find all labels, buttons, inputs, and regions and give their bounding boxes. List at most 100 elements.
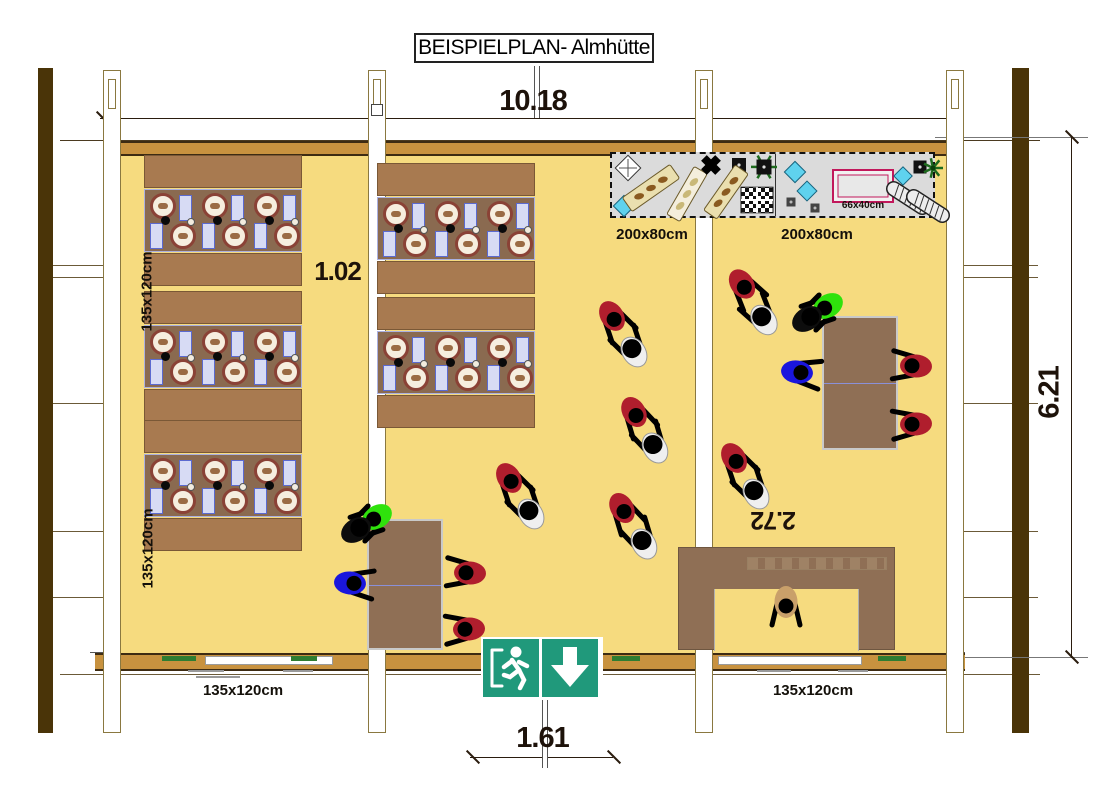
bench-top xyxy=(144,155,302,188)
napkin xyxy=(150,223,163,249)
glass xyxy=(239,354,247,362)
place-setting-plate xyxy=(403,231,429,257)
dining-table-group xyxy=(377,297,535,428)
emergency-exit-sign xyxy=(481,637,603,699)
buffet-size-label-left: 200x80cm xyxy=(616,226,688,243)
bottom-window-left-label: 135x120cm xyxy=(202,682,284,699)
place-setting-plate xyxy=(507,231,533,257)
cup xyxy=(446,224,455,233)
glass xyxy=(291,218,299,226)
napkin xyxy=(179,195,192,221)
place-setting-plate xyxy=(435,335,461,361)
column xyxy=(103,70,121,733)
dining-table xyxy=(377,197,535,260)
place-setting-plate xyxy=(222,488,248,514)
glass xyxy=(524,226,532,234)
bench-bottom xyxy=(144,518,302,551)
plan-title: BEISPIELPLAN- Almhütte xyxy=(414,33,654,63)
dim-aisle: 1.02 xyxy=(314,256,362,286)
napkin xyxy=(231,331,244,357)
place-setting-plate xyxy=(455,231,481,257)
glass xyxy=(291,483,299,491)
place-setting-plate xyxy=(170,223,196,249)
napkin xyxy=(383,231,396,257)
place-setting-plate xyxy=(455,365,481,391)
napkin xyxy=(283,195,296,221)
place-setting-plate xyxy=(383,335,409,361)
place-setting-plate xyxy=(202,329,228,355)
cup xyxy=(161,481,170,490)
cup xyxy=(394,224,403,233)
napkin xyxy=(179,331,192,357)
window-bottom-right xyxy=(718,656,862,665)
place-setting-plate xyxy=(383,201,409,227)
napkin xyxy=(464,203,477,229)
napkin xyxy=(383,365,396,391)
napkin xyxy=(283,331,296,357)
napkin xyxy=(254,223,267,249)
bench-top xyxy=(144,420,302,453)
window-bottom-left xyxy=(205,656,333,665)
cup xyxy=(265,481,274,490)
bench-bottom xyxy=(377,395,535,428)
napkin xyxy=(202,223,215,249)
glass xyxy=(291,354,299,362)
cup xyxy=(213,352,222,361)
glass xyxy=(239,218,247,226)
napkin xyxy=(435,365,448,391)
napkin xyxy=(231,195,244,221)
bottom-window-right-label: 135x120cm xyxy=(772,682,854,699)
place-setting-plate xyxy=(150,458,176,484)
napkin xyxy=(516,203,529,229)
cup xyxy=(161,216,170,225)
dining-table xyxy=(144,325,302,388)
glass-row xyxy=(747,557,887,570)
place-setting-plate xyxy=(150,193,176,219)
napkin xyxy=(487,365,500,391)
place-setting-plate xyxy=(202,193,228,219)
place-setting-plate xyxy=(274,223,300,249)
cup xyxy=(213,481,222,490)
cup xyxy=(394,358,403,367)
napkin xyxy=(150,488,163,514)
timber-post-right xyxy=(1012,68,1029,733)
cup xyxy=(161,352,170,361)
left-window-upper-label: 135x120cm xyxy=(138,251,156,332)
place-setting-plate xyxy=(254,458,280,484)
place-setting-plate xyxy=(170,488,196,514)
place-setting-plate xyxy=(274,359,300,385)
place-setting-plate xyxy=(254,193,280,219)
tray-size-label: 66x40cm xyxy=(841,200,885,211)
napkin xyxy=(464,337,477,363)
buffet-size-label-right: 200x80cm xyxy=(781,226,853,243)
cup xyxy=(213,216,222,225)
dining-table-group xyxy=(377,163,535,294)
bench-bottom xyxy=(144,389,302,422)
napkin xyxy=(231,460,244,486)
napkin xyxy=(487,231,500,257)
glass xyxy=(420,226,428,234)
dining-table-group xyxy=(144,420,302,551)
napkin xyxy=(516,337,529,363)
napkin xyxy=(283,460,296,486)
napkin xyxy=(150,359,163,385)
place-setting-plate xyxy=(274,488,300,514)
dining-table-group xyxy=(144,291,302,422)
napkin xyxy=(202,488,215,514)
place-setting-plate xyxy=(170,359,196,385)
cup xyxy=(446,358,455,367)
cup xyxy=(498,224,507,233)
column xyxy=(946,70,964,733)
place-setting-plate xyxy=(507,365,533,391)
place-setting-plate xyxy=(222,359,248,385)
glass xyxy=(472,360,480,368)
cup xyxy=(265,352,274,361)
glass xyxy=(187,354,195,362)
place-setting-plate xyxy=(254,329,280,355)
place-setting-plate xyxy=(150,329,176,355)
cup xyxy=(498,358,507,367)
place-setting-plate xyxy=(403,365,429,391)
napkin xyxy=(254,359,267,385)
glass xyxy=(420,360,428,368)
